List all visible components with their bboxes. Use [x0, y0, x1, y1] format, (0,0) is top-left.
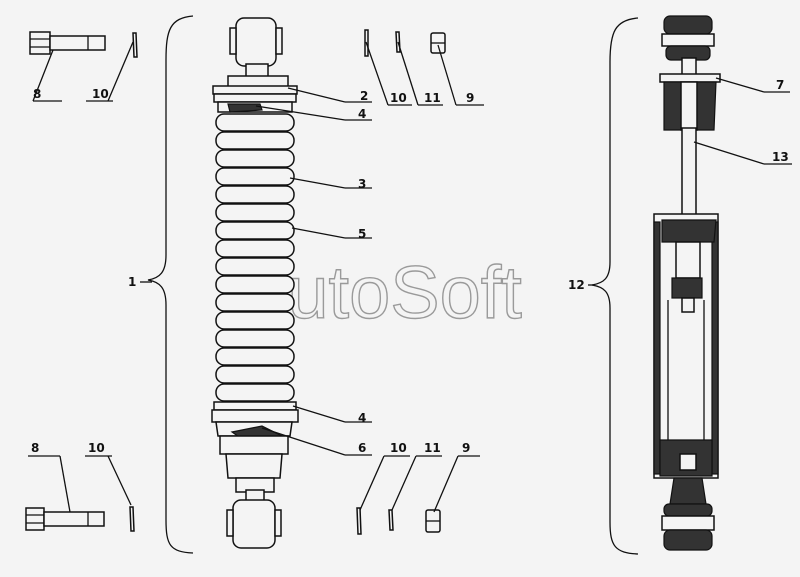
label-13: 13 [772, 150, 789, 164]
label-11-bottom: 11 [424, 441, 441, 455]
label-6: 6 [358, 441, 366, 455]
spring-coils [215, 113, 295, 402]
washer-top-left [132, 32, 138, 58]
label-8-bottom: 8 [31, 441, 39, 455]
label-12: 12 [568, 278, 585, 292]
bolt-top [29, 31, 106, 55]
label-2: 2 [360, 89, 368, 103]
washer-11-bottom [388, 509, 394, 531]
label-11-top: 11 [424, 91, 441, 105]
label-4-bottom: 4 [358, 411, 366, 425]
label-10-bottom-left: 10 [88, 441, 105, 455]
brace-right [591, 17, 639, 555]
damper-cutaway [653, 15, 721, 551]
label-10-bottom: 10 [390, 441, 407, 455]
nut-9-top [430, 32, 446, 54]
brace-left [147, 15, 194, 554]
label-4-top: 4 [358, 107, 366, 121]
label-10-top-left: 10 [92, 87, 109, 101]
label-10-top: 10 [390, 91, 407, 105]
label-3: 3 [358, 177, 366, 191]
label-8-top: 8 [33, 87, 41, 101]
leader-lines [28, 41, 792, 513]
shock-assembly [211, 17, 299, 549]
label-1: 1 [128, 275, 136, 289]
label-7: 7 [776, 78, 784, 92]
washer-10-bottom [356, 507, 362, 535]
bolt-bottom [25, 507, 105, 531]
label-9-top: 9 [466, 91, 474, 105]
washer-bottom-left [129, 506, 135, 532]
nut-9-bottom [425, 509, 441, 533]
label-5: 5 [358, 227, 366, 241]
label-9-bottom: 9 [462, 441, 470, 455]
